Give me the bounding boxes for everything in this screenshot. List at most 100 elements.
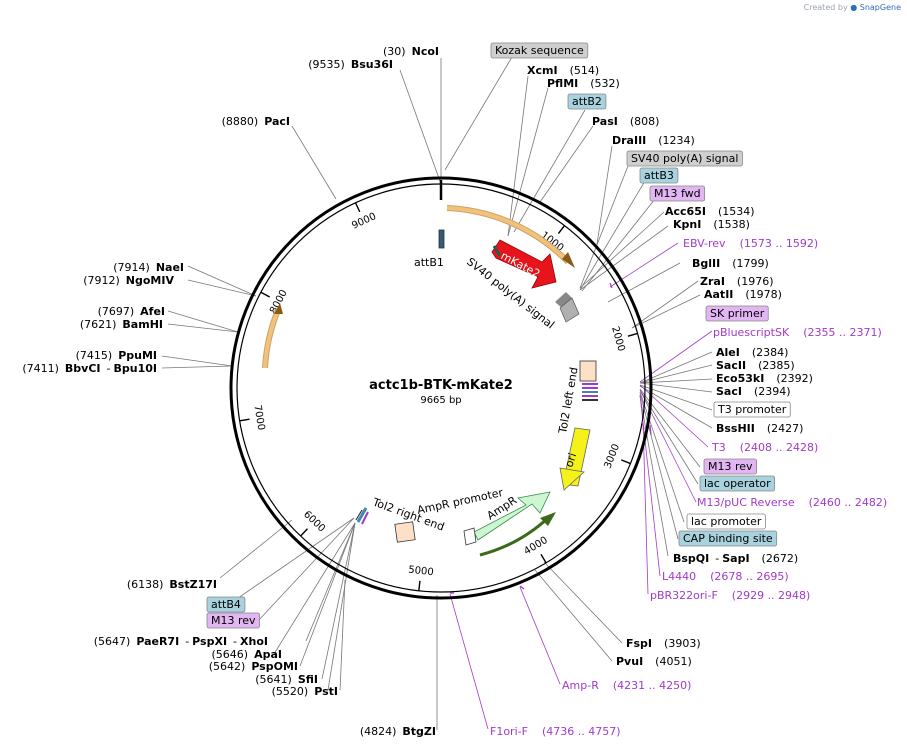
enzyme-pasi: PasI(808) bbox=[592, 115, 659, 128]
ruler-label-9000: 9000 bbox=[350, 211, 378, 232]
primer-l4440: L4440(2678 .. 2695) bbox=[662, 570, 789, 583]
svg-text:Kozak sequence: Kozak sequence bbox=[495, 44, 584, 57]
ampr-arrow bbox=[479, 516, 550, 557]
box-lac-promoter: lac promoter bbox=[686, 513, 766, 530]
enzyme-naei: (7914)NaeI bbox=[113, 261, 184, 274]
enzyme-eco53ki: Eco53kI(2392) bbox=[716, 372, 813, 385]
svg-text:M13 rev: M13 rev bbox=[708, 460, 753, 473]
box-t3-promoter: T3 promoter bbox=[713, 401, 791, 418]
enzyme-pvui: PvuI(4051) bbox=[616, 655, 692, 668]
ruler-label-5000: 5000 bbox=[408, 565, 434, 579]
enzyme-bspqi: BspQI-SapI(2672) bbox=[673, 552, 798, 565]
svg-text:M13 fwd: M13 fwd bbox=[654, 187, 701, 200]
svg-text:lac operator: lac operator bbox=[704, 477, 771, 490]
ori-label: ori bbox=[562, 451, 579, 469]
ampr-promoter-feature bbox=[463, 527, 477, 546]
enzyme-ncoi: (30)NcoI bbox=[383, 45, 439, 58]
ruler-tick-1000 bbox=[557, 225, 566, 234]
ruler-tick-8000 bbox=[260, 291, 271, 298]
primer-ebv-rev: EBV-rev(1573 .. 1592) bbox=[683, 237, 818, 250]
ruler-tick-2000 bbox=[627, 332, 638, 337]
enzyme-sacii: SacII(2385) bbox=[716, 359, 795, 372]
feature-boxes: Kozak sequence attB2 SV40 poly(A) signal… bbox=[206, 42, 791, 629]
primer-pbluescriptsk: pBluescriptSK(2355 .. 2371) bbox=[713, 326, 882, 339]
plasmid-name: actc1b-BTK-mKate2 bbox=[369, 378, 513, 393]
box-attb2: attB2 bbox=[567, 93, 607, 110]
tol2-left-stripes bbox=[582, 383, 598, 401]
orange-arrow-top-head bbox=[562, 252, 575, 268]
enzyme-bsshii: BssHII(2427) bbox=[716, 422, 803, 435]
primer-amp-r: Amp-R(4231 .. 4250) bbox=[562, 679, 691, 692]
box-attb4: attB4 bbox=[206, 596, 246, 613]
enzyme-sfii: (5641)SfiI bbox=[255, 673, 318, 686]
svg-text:M13 rev: M13 rev bbox=[211, 614, 256, 627]
ruler-tick-4000 bbox=[540, 553, 547, 564]
enzyme-acc65i: Acc65I(1534) bbox=[665, 205, 755, 218]
enzyme-draiii: DraIII(1234) bbox=[612, 134, 695, 147]
enzyme-paer7i: (5647)PaeR7I-PspXI-XhoI bbox=[94, 635, 268, 648]
tol2-right-feature bbox=[394, 521, 416, 543]
enzyme-saci: SacI(2394) bbox=[716, 385, 791, 398]
ruler-tick-7000 bbox=[239, 418, 250, 422]
box-m13-rev-right: M13 rev bbox=[703, 458, 757, 475]
ruler-tick-3000 bbox=[620, 459, 631, 465]
enzyme-ppumi: (7415)PpuMI bbox=[76, 349, 157, 362]
snapgene-brand: ● SnapGene bbox=[850, 3, 901, 12]
enzyme-afei: (7697)AfeI bbox=[98, 305, 165, 318]
box-sk-primer: SK primer bbox=[705, 305, 769, 322]
svg-text:SK primer: SK primer bbox=[710, 307, 765, 320]
ruler-label-3000: 3000 bbox=[603, 443, 623, 471]
enzyme-apai: (5646)ApaI bbox=[212, 648, 282, 661]
primer-t3: T3(2408 .. 2428) bbox=[711, 441, 818, 454]
box-sv40-polya: SV40 poly(A) signal bbox=[626, 150, 743, 167]
box-attb3: attB3 bbox=[639, 167, 679, 184]
enzyme-pflmi: PflMI(532) bbox=[547, 77, 620, 90]
svg-text:attB2: attB2 bbox=[572, 95, 602, 108]
sv40-polya-feature bbox=[555, 292, 580, 323]
leader-lines bbox=[161, 56, 713, 730]
enzyme-bstz17i: (6138)BstZ17I bbox=[127, 578, 217, 591]
enzyme-psti: (5520)PstI bbox=[272, 685, 338, 698]
box-cap-binding-site: CAP binding site bbox=[678, 530, 778, 547]
svg-text:attB3: attB3 bbox=[644, 169, 674, 182]
enzyme-bbvci: (7411)BbvCI-Bpu10I bbox=[22, 362, 157, 375]
plasmid-length: 9665 bp bbox=[420, 395, 461, 406]
ruler-tick-9000 bbox=[354, 202, 361, 213]
ruler-label-7000: 7000 bbox=[251, 404, 266, 431]
enzyme-paci: (8880)PacI bbox=[222, 115, 290, 128]
snapgene-credit: Created by ● SnapGene bbox=[803, 3, 901, 12]
tol2-left-feature bbox=[579, 360, 597, 382]
orange-arrow-left-head bbox=[274, 303, 283, 314]
enzyme-ngomiv: (7912)NgoMIV bbox=[83, 274, 174, 287]
ori-head bbox=[559, 467, 585, 491]
primer-pbr322ori-f: pBR322ori-F(2929 .. 2948) bbox=[650, 589, 810, 602]
ruler-label-4000: 4000 bbox=[522, 535, 549, 558]
backbone-outer bbox=[229, 176, 653, 600]
box-kozak-sequence: Kozak sequence bbox=[490, 42, 589, 59]
enzyme-aatii: AatII(1978) bbox=[704, 288, 782, 301]
svg-text:T3 promoter: T3 promoter bbox=[717, 403, 787, 416]
primer-f1ori-f: F1ori-F(4736 .. 4757) bbox=[490, 725, 621, 738]
enzyme-zrai: ZraI(1976) bbox=[700, 275, 774, 288]
ruler-tick-5000 bbox=[418, 580, 421, 591]
enzyme-bsu36i: (9535)Bsu36I bbox=[308, 58, 393, 71]
ruler-tick-6000 bbox=[300, 528, 308, 537]
svg-text:lac promoter: lac promoter bbox=[691, 515, 762, 528]
box-m13-rev-left: M13 rev bbox=[206, 612, 260, 629]
enzyme-alei: AleI(2384) bbox=[716, 346, 788, 359]
enzyme-pspomi: (5642)PspOMI bbox=[209, 660, 298, 673]
enzyme-kpni: KpnI(1538) bbox=[673, 218, 750, 231]
ampr-feature bbox=[473, 491, 551, 541]
primer-m13puc-reverse: M13/pUC Reverse(2460 .. 2482) bbox=[697, 496, 887, 509]
box-lac-operator: lac operator bbox=[699, 475, 776, 492]
attb1-feature bbox=[438, 229, 445, 249]
svg-text:SV40 poly(A) signal: SV40 poly(A) signal bbox=[631, 152, 738, 165]
svg-text:CAP binding site: CAP binding site bbox=[683, 532, 773, 545]
attb1-label: attB1 bbox=[414, 256, 444, 269]
enzyme-xcmi: XcmI(514) bbox=[527, 64, 599, 77]
box-m13-fwd: M13 fwd bbox=[649, 185, 706, 202]
enzyme-bamhi: (7621)BamHI bbox=[80, 318, 163, 331]
enzyme-btgzi: (4824)BtgZI bbox=[360, 725, 436, 738]
enzyme-bglii: BglII(1799) bbox=[692, 257, 769, 270]
